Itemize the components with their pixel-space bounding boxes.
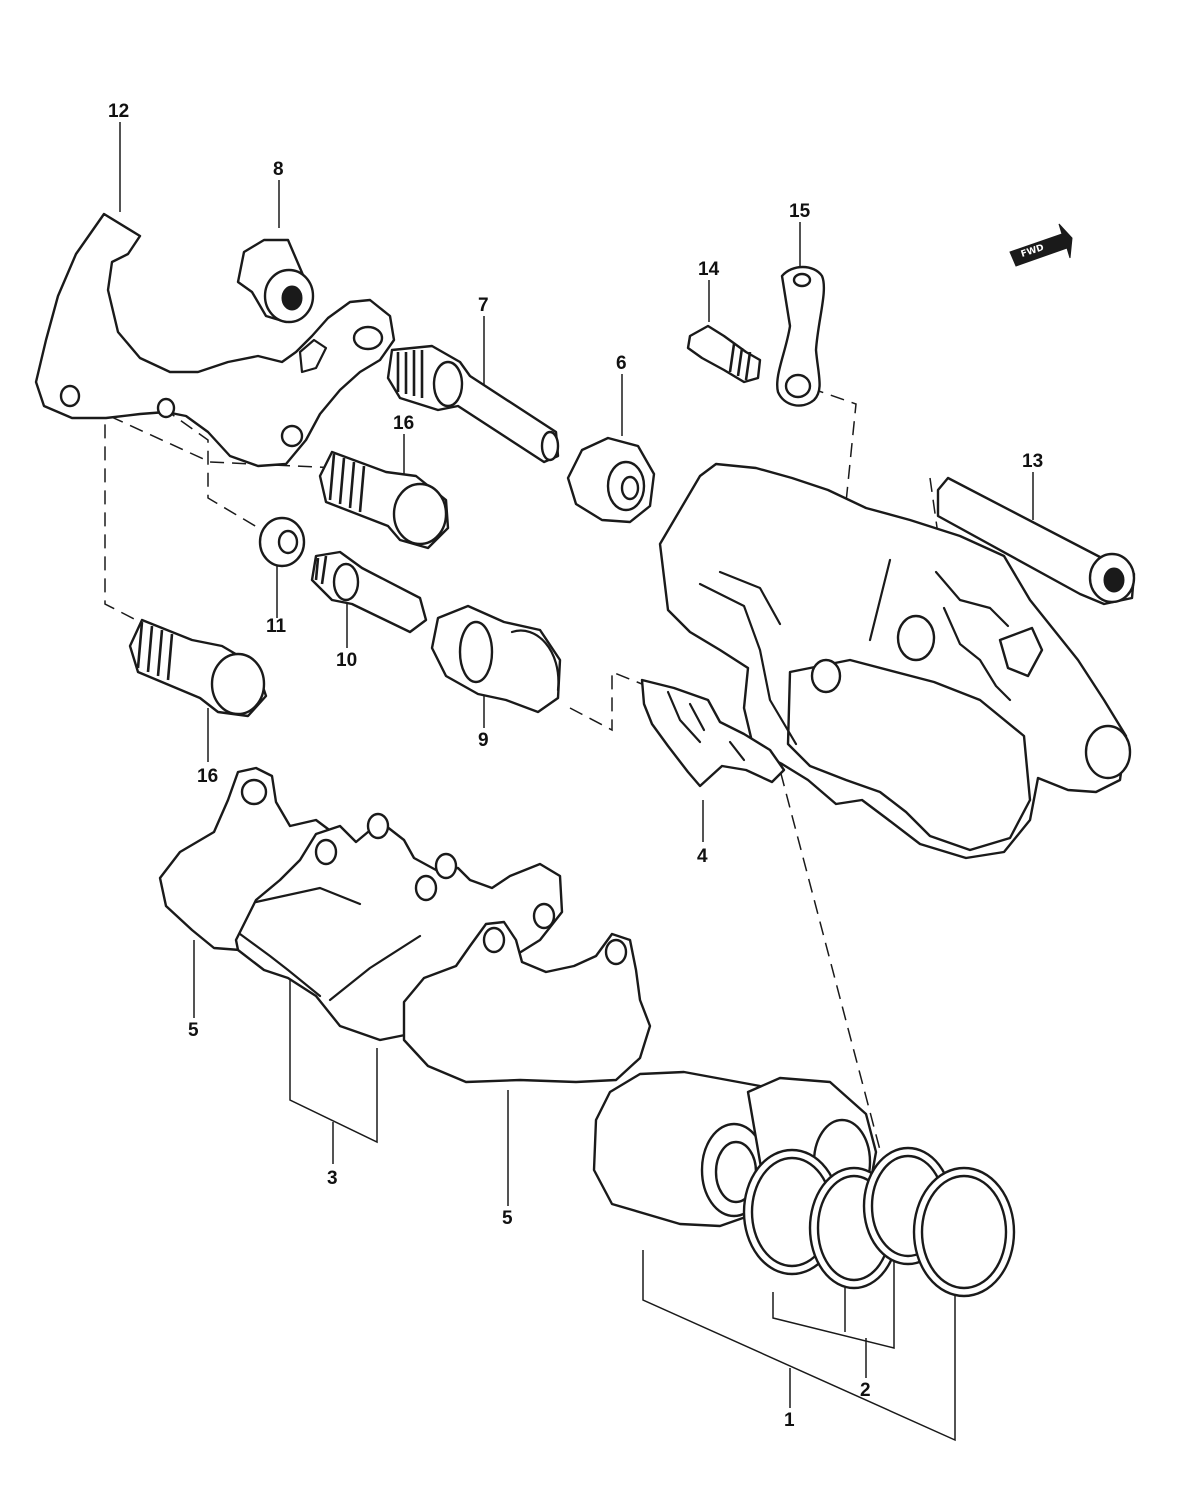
- sleeve-bushing: [236, 238, 315, 324]
- callout-1: 1: [784, 1410, 795, 1431]
- pin-boot-2: [430, 604, 562, 714]
- callout-6: 6: [616, 353, 627, 374]
- callout-5-right: 5: [502, 1208, 513, 1229]
- pad-spring: [640, 678, 786, 788]
- callout-7: 7: [478, 295, 489, 316]
- small-bolt: [310, 550, 428, 634]
- callout-4: 4: [697, 846, 708, 867]
- caliper-bracket: [34, 212, 396, 468]
- bleeder-cap: [776, 265, 826, 407]
- brake-pad-set: [234, 812, 564, 1042]
- caliper-body: [658, 462, 1132, 860]
- bleeder-valve: [686, 324, 762, 384]
- forward-arrow-icon: FWD: [1009, 223, 1073, 267]
- callout-3: 3: [327, 1168, 338, 1189]
- washer: [258, 516, 306, 568]
- callout-16-upper: 16: [393, 413, 414, 434]
- callout-2: 2: [860, 1380, 871, 1401]
- callout-13: 13: [1022, 451, 1043, 472]
- callout-14: 14: [698, 259, 720, 280]
- slide-pin: [386, 344, 560, 464]
- seal-set: [742, 1146, 1016, 1298]
- callout-labels: 12 8 15 14 7 6 16 13 11 10 16 9 4 5 3 5 …: [108, 101, 1043, 1431]
- mounting-bolt-upper: [318, 450, 450, 550]
- callout-12: 12: [108, 101, 129, 122]
- callout-16-lower: 16: [197, 766, 218, 787]
- pad-shim-right: [402, 920, 652, 1084]
- callout-8: 8: [273, 159, 284, 180]
- pin-boot: [566, 436, 656, 524]
- callout-5-left: 5: [188, 1020, 199, 1041]
- pad-pin: [936, 476, 1136, 606]
- callout-15: 15: [789, 201, 811, 222]
- mounting-bolt-lower: [128, 618, 268, 718]
- callout-11: 11: [266, 616, 287, 637]
- callout-10: 10: [336, 650, 357, 671]
- callout-9: 9: [478, 730, 489, 751]
